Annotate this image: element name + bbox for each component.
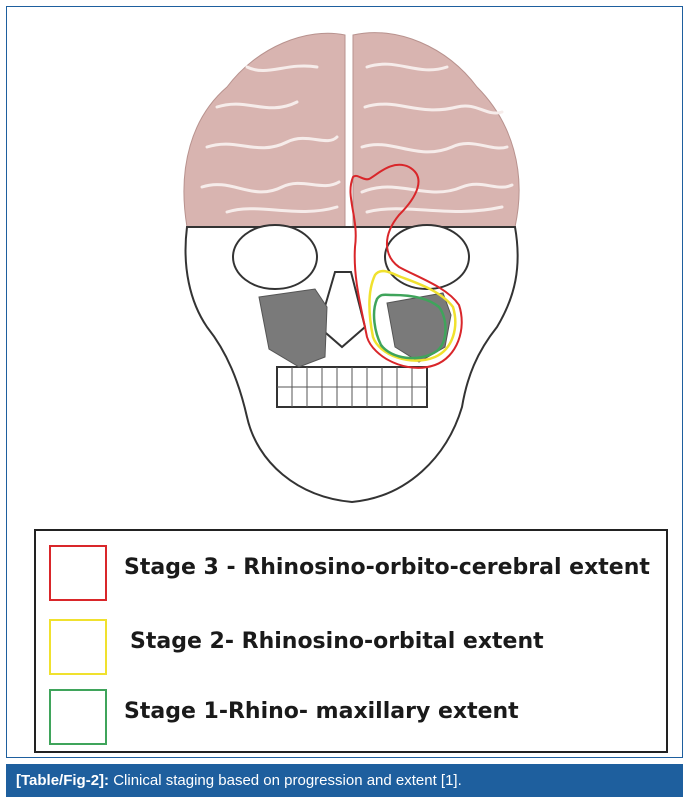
legend-label: Stage 3 - Rhinosino-orbito-cerebral exte… [124, 555, 650, 580]
stage-3-swatch [49, 545, 107, 601]
caption-tag: [Table/Fig-2]: [16, 772, 109, 789]
legend-item-stage-1: Stage 1-Rhino- maxillary extent [36, 689, 666, 755]
caption-text: Clinical staging based on progression an… [109, 772, 462, 789]
stage-2-swatch [49, 619, 107, 675]
legend-label: Stage 2- Rhinosino-orbital extent [130, 629, 544, 654]
skull-illustration [7, 7, 684, 527]
figure-frame: Stage 3 - Rhinosino-orbito-cerebral exte… [6, 6, 683, 758]
skull-outline [186, 225, 518, 502]
stage-1-swatch [49, 689, 107, 745]
legend-item-stage-3: Stage 3 - Rhinosino-orbito-cerebral exte… [36, 545, 666, 611]
figure-caption: [Table/Fig-2]: Clinical staging based on… [6, 764, 683, 797]
legend-label: Stage 1-Rhino- maxillary extent [124, 699, 519, 724]
staging-legend: Stage 3 - Rhinosino-orbito-cerebral exte… [34, 529, 668, 753]
legend-item-stage-2: Stage 2- Rhinosino-orbital extent [36, 619, 666, 685]
